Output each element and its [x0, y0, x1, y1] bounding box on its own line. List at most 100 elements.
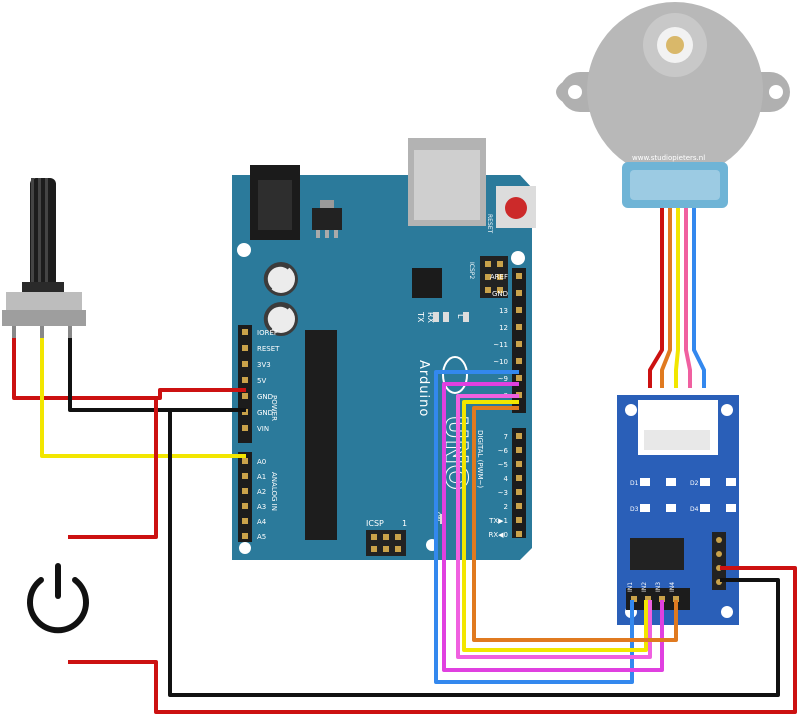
pin-label: IOREF [257, 329, 278, 337]
arduino-logo-text: Arduino [416, 360, 431, 417]
header-pin [516, 461, 522, 467]
pin-label: A1 [257, 473, 266, 481]
pot-vcc-wire [12, 338, 246, 400]
power-header-title: POWER [270, 395, 278, 421]
led-label: D3 [630, 506, 639, 513]
motor-shaft [666, 36, 684, 54]
digital-header-title: DIGITAL (PWM~) [476, 430, 484, 488]
led-label: D2 [690, 480, 699, 487]
header-pin [516, 447, 522, 453]
header-pin [645, 596, 651, 602]
icsp-header [366, 530, 406, 556]
signal-wires [434, 370, 678, 684]
digital-header-top [512, 268, 526, 413]
icsp2-label: ICSP2 [468, 262, 475, 279]
icsp-label: ICSP [366, 519, 384, 528]
pin-label: 13 [499, 307, 508, 315]
mounting-hole [721, 606, 733, 618]
in1-wire [434, 370, 634, 684]
header-pin [242, 503, 248, 509]
header-pin [516, 307, 522, 313]
header-pin [242, 488, 248, 494]
pin-label: ~11 [493, 341, 508, 349]
uln2003-chip [630, 538, 684, 570]
capacitor [263, 262, 298, 296]
arduino-uno-board: RESET ICSP2 TX RX L Arduino [232, 138, 536, 560]
voltage-regulator [312, 208, 342, 230]
resistor [666, 478, 676, 486]
usb-controller-chip [412, 268, 442, 298]
header-pin [516, 324, 522, 330]
pin-label: 3V3 [257, 361, 271, 369]
input-label: IN3 [655, 582, 662, 592]
supply-positive-wire [68, 398, 158, 539]
potentiometer [2, 178, 86, 340]
tx-led-label: TX [416, 311, 425, 323]
header-pin [242, 329, 248, 335]
pin-label: A0 [257, 458, 266, 466]
motor-watermark: www.studiopieters.nl [632, 154, 705, 162]
led [640, 478, 650, 486]
input-label: IN2 [641, 582, 648, 592]
header-pin [516, 273, 522, 279]
pin-label: 12 [499, 324, 508, 332]
led [700, 504, 710, 512]
led-label: D4 [690, 506, 699, 513]
header-pin [516, 531, 522, 537]
pin-label: ~9 [498, 375, 508, 383]
header-pin [516, 375, 522, 381]
header-pin [516, 517, 522, 523]
motor-body [587, 2, 763, 178]
icsp2-header [480, 256, 508, 298]
driver-positive-wire [68, 566, 797, 714]
reset-label: RESET [486, 214, 493, 234]
pin-label: ~6 [498, 447, 509, 455]
header-pin [242, 361, 248, 367]
pin-label: ~3 [498, 489, 508, 497]
driver-power-header [712, 532, 726, 590]
pin-label: A4 [257, 518, 267, 526]
capacitor [263, 302, 298, 336]
power-icon [27, 563, 89, 634]
potentiometer-wires [12, 338, 246, 458]
header-pin [242, 393, 248, 399]
analog-header [238, 452, 252, 542]
driver-ground-wire [168, 410, 780, 697]
motor-wires [648, 208, 706, 388]
pin-label: 7 [504, 433, 508, 441]
resistor [666, 504, 676, 512]
power-supply-wires [68, 398, 797, 714]
atmega-microcontroller [305, 330, 337, 540]
icsp-pin1-label: 1 [402, 519, 407, 528]
pin-label: 4 [504, 475, 509, 483]
analog-header-title: ANALOG IN [270, 472, 278, 511]
header-pin [516, 290, 522, 296]
in5-wire [472, 406, 678, 642]
power-header [238, 325, 252, 443]
arduino-infinity-logo [442, 356, 468, 394]
header-pin [516, 475, 522, 481]
header-pin [516, 503, 522, 509]
header-pin [242, 458, 248, 464]
header-pin [516, 341, 522, 347]
rx-led-label: RX [426, 312, 435, 324]
pot-gnd-wire [68, 338, 246, 412]
pin-label: A3 [257, 503, 266, 511]
header-pin [242, 377, 248, 383]
header-pin [673, 596, 679, 602]
led [640, 504, 650, 512]
stepper-motor: www.studiopieters.nl [556, 2, 790, 208]
resistor [726, 504, 736, 512]
pin-label: A2 [257, 488, 266, 496]
in2-wire [442, 382, 664, 672]
pin-label: GND [257, 393, 273, 401]
pin-label: AREF [490, 273, 508, 281]
in4-wire [462, 400, 648, 652]
